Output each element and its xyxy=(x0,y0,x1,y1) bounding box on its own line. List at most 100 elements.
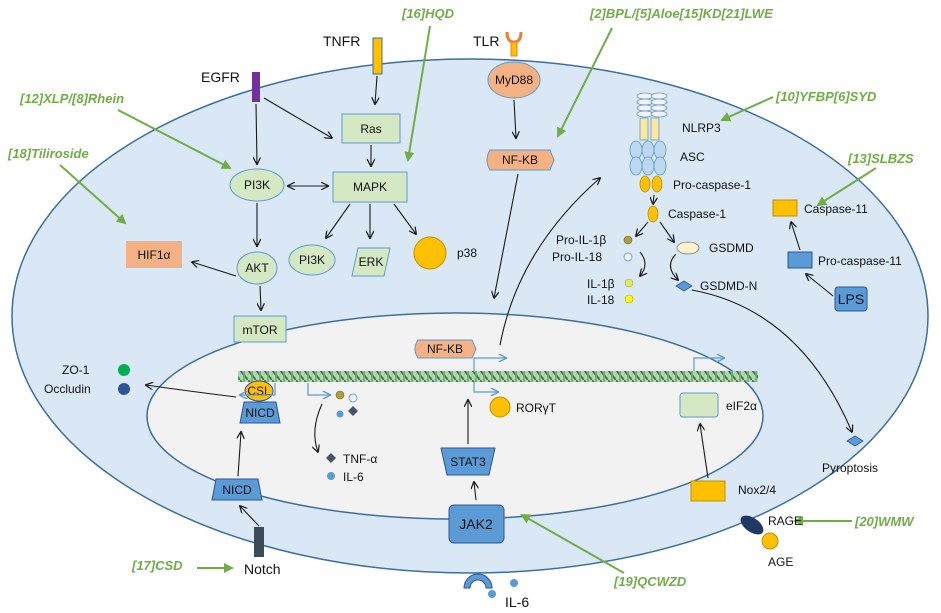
il18-dot xyxy=(624,294,634,304)
nicd-nuclear-label: NICD xyxy=(245,406,275,420)
myd88-node xyxy=(487,61,541,99)
cytokine-dot-b xyxy=(348,393,358,403)
gsdmd-label: GSDMD xyxy=(709,241,754,255)
nfkb-nuclear-label: NF-KB xyxy=(427,342,463,356)
il6-outer-label: IL-6 xyxy=(505,594,529,610)
nlrp3-label: NLRP3 xyxy=(682,121,721,135)
il6-ligand-b xyxy=(510,579,518,587)
asc-complex xyxy=(629,140,667,176)
p38-node xyxy=(413,236,447,270)
nfkb-label: NF-KB xyxy=(502,153,538,167)
arrow-slbzs xyxy=(816,167,877,207)
nox24-node xyxy=(690,480,726,502)
gsdmd-node xyxy=(676,241,700,255)
pro-caspase11-label: Pro-caspase-11 xyxy=(818,254,902,268)
roryt-node xyxy=(489,396,511,418)
arrow-qcwzd xyxy=(520,514,625,574)
eif2a-node xyxy=(679,392,719,418)
herb-slbzs-label: [13]SLBZS xyxy=(847,151,914,166)
mtor-label: mTOR xyxy=(242,323,277,337)
lps-label: LPS xyxy=(838,291,864,307)
eif2a-label: eIF2α xyxy=(726,399,757,413)
mapk-node xyxy=(332,171,408,203)
pyroptosis-pore xyxy=(846,435,864,447)
pro-caspase1-a xyxy=(639,175,651,193)
herb-yfbp-label: [10]YFBP[6]SYD xyxy=(775,89,877,104)
il6-ligand-a xyxy=(488,590,496,598)
dna-strand xyxy=(238,371,758,382)
notch-receptor xyxy=(254,527,264,557)
jak2-label: JAK2 xyxy=(459,516,493,532)
zo1-dot xyxy=(118,364,130,376)
roryt-label: RORγT xyxy=(516,401,557,415)
stat3-node xyxy=(440,447,496,476)
pro-caspase1-b xyxy=(651,175,663,193)
mapk-label: MAPK xyxy=(353,180,387,194)
nfkb-node xyxy=(486,149,555,171)
erk-node xyxy=(351,247,391,277)
herb-hqd-label: [16]HQD xyxy=(401,6,455,21)
egfr-label: EGFR xyxy=(201,69,240,85)
pyroptosis-label: Pyroptosis xyxy=(822,461,878,475)
rage-label: RAGE xyxy=(768,514,802,528)
il18-label: IL-18 xyxy=(587,293,615,307)
arrow-yfbp xyxy=(720,96,774,122)
gsdmd-n-label: GSDMD-N xyxy=(700,279,757,293)
ras-label: Ras xyxy=(360,122,381,136)
herb-xlp-label: [12]XLP/[8]Rhein xyxy=(19,91,124,106)
arrow-xlp xyxy=(117,109,232,169)
herb-csd-label: [17]CSD xyxy=(131,558,183,573)
pi3k-secondary-label: PI3K xyxy=(299,253,325,267)
caspase11-label: Caspase-11 xyxy=(804,202,868,216)
caspase1-node xyxy=(647,205,659,223)
egfr-receptor xyxy=(252,72,260,102)
herb-wmw-label: [20]WMW xyxy=(854,514,915,529)
pro-il1b-dot xyxy=(623,235,633,245)
pi3k-label: PI3K xyxy=(244,178,270,192)
lps-node xyxy=(834,286,868,312)
nicd-outer-node xyxy=(211,478,263,501)
herb-qcwzd-label: [19]QCWZD xyxy=(613,574,687,589)
tnfr-label: TNFR xyxy=(323,33,360,49)
hif1a-node xyxy=(126,241,182,268)
tnfa-diamond xyxy=(326,453,336,463)
tlr-label: TLR xyxy=(473,33,499,49)
rage-receptor xyxy=(740,515,764,535)
nox24-label: Nox2/4 xyxy=(738,483,776,497)
pro-caspase11-node xyxy=(787,251,813,269)
pro-il18-label: Pro-IL-18 xyxy=(552,250,602,264)
nicd-nuclear-node xyxy=(239,401,281,424)
il6-label: IL-6 xyxy=(343,470,364,484)
transcription-arrows xyxy=(240,358,724,395)
il6-dot xyxy=(327,472,335,480)
zo1-label: ZO-1 xyxy=(62,363,90,377)
stat3-label: STAT3 xyxy=(450,455,486,469)
pathway-arrows xyxy=(146,75,852,527)
occludin-dot xyxy=(118,383,130,395)
arrow-hqd xyxy=(404,25,431,162)
nfkb-nuclear-node xyxy=(414,339,477,359)
myd88-label: MyD88 xyxy=(495,73,533,87)
pi3k-node xyxy=(229,168,285,202)
tlr-stem xyxy=(510,41,518,57)
pi3k-secondary-node xyxy=(288,244,336,276)
tnfr-receptor xyxy=(372,37,383,75)
csl-label: CSL xyxy=(247,384,271,398)
age-label: AGE xyxy=(768,555,793,569)
pro-il18-dot xyxy=(623,252,633,262)
notch-label: Notch xyxy=(244,561,281,577)
cytokine-dot-c xyxy=(336,410,344,418)
arrow-tiliroside xyxy=(59,164,127,225)
erk-label: ERK xyxy=(359,255,384,269)
mtor-node xyxy=(233,315,287,343)
il6-receptor xyxy=(463,573,493,589)
caspase1-label: Caspase-1 xyxy=(668,207,726,221)
jak2-node xyxy=(448,504,505,544)
nlrp3-complex xyxy=(636,92,668,141)
p38-label: p38 xyxy=(457,246,477,260)
tlr-receptor xyxy=(505,31,523,44)
akt-node xyxy=(236,251,278,285)
pro-il1b-label: Pro-IL-1β xyxy=(556,233,606,247)
cytokine-diamond xyxy=(348,406,358,416)
